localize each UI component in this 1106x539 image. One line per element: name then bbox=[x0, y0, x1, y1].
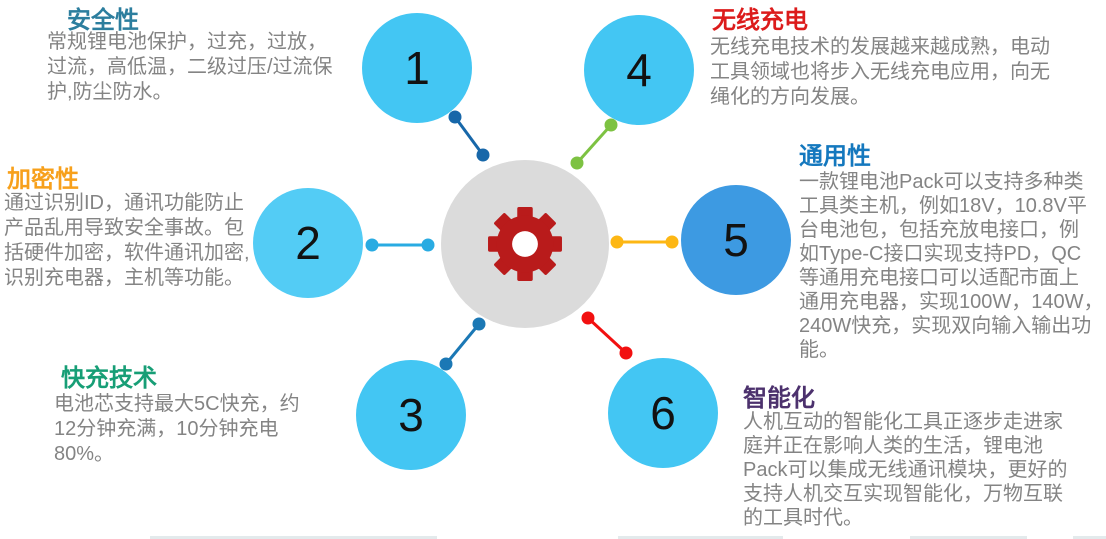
node-circle-3: 3 bbox=[356, 360, 466, 470]
connector-1 bbox=[448, 110, 490, 162]
node-circle-5: 5 bbox=[681, 185, 791, 295]
cropped-text-artifact bbox=[618, 536, 783, 539]
connector-5 bbox=[610, 235, 679, 249]
section-4-body: 无线充电技术的发展越来越成熟，电动 工具领域也将步入无线充电应用，向无 绳化的方… bbox=[710, 36, 1050, 108]
node-number-3: 3 bbox=[398, 389, 424, 441]
section-4-title: 无线充电 bbox=[712, 7, 808, 34]
center-hub-circle bbox=[441, 160, 609, 328]
cropped-text-artifact bbox=[910, 536, 1027, 539]
node-circle-6: 6 bbox=[608, 358, 718, 468]
node-number-4: 4 bbox=[626, 44, 652, 96]
section-6-title: 智能化 bbox=[743, 385, 815, 412]
connector-4 bbox=[570, 118, 618, 170]
section-3-body: 电池芯支持最大5C快充，约 12分钟充满，10分钟充电 80%。 bbox=[54, 393, 300, 465]
node-number-1: 1 bbox=[404, 42, 430, 94]
gear-icon bbox=[488, 207, 562, 281]
node-number-2: 2 bbox=[295, 217, 321, 269]
section-1-body: 常规锂电池保护，过充，过放， 过流，高低温，二级过压/过流保 护,防尘防水。 bbox=[47, 31, 333, 103]
node-number-6: 6 bbox=[650, 387, 676, 439]
cropped-text-artifact bbox=[1073, 536, 1106, 539]
node-circle-4: 4 bbox=[584, 15, 694, 125]
section-3-title: 快充技术 bbox=[61, 365, 157, 392]
node-circle-1: 1 bbox=[362, 13, 472, 123]
section-5-title: 通用性 bbox=[799, 143, 871, 170]
node-circle-2: 2 bbox=[253, 188, 363, 298]
section-6-body: 人机互动的智能化工具正逐步走进家 庭并正在影响人类的生活，锂电池 Pack可以集… bbox=[743, 411, 1068, 529]
connector-6 bbox=[581, 311, 633, 360]
connector-3 bbox=[439, 317, 486, 371]
cropped-text-artifact bbox=[150, 536, 437, 539]
section-2-body: 通过识别ID，通讯功能防止 产品乱用导致安全事故。包 括硬件加密，软件通讯加密,… bbox=[4, 192, 250, 289]
node-number-5: 5 bbox=[723, 214, 749, 266]
section-2-title: 加密性 bbox=[7, 166, 79, 193]
connector-2 bbox=[365, 238, 435, 252]
section-1-title: 安全性 bbox=[67, 7, 139, 34]
section-5-body: 一款锂电池Pack可以支持多种类 工具类主机，例如18V，10.8V平 台电池包… bbox=[799, 171, 1104, 361]
